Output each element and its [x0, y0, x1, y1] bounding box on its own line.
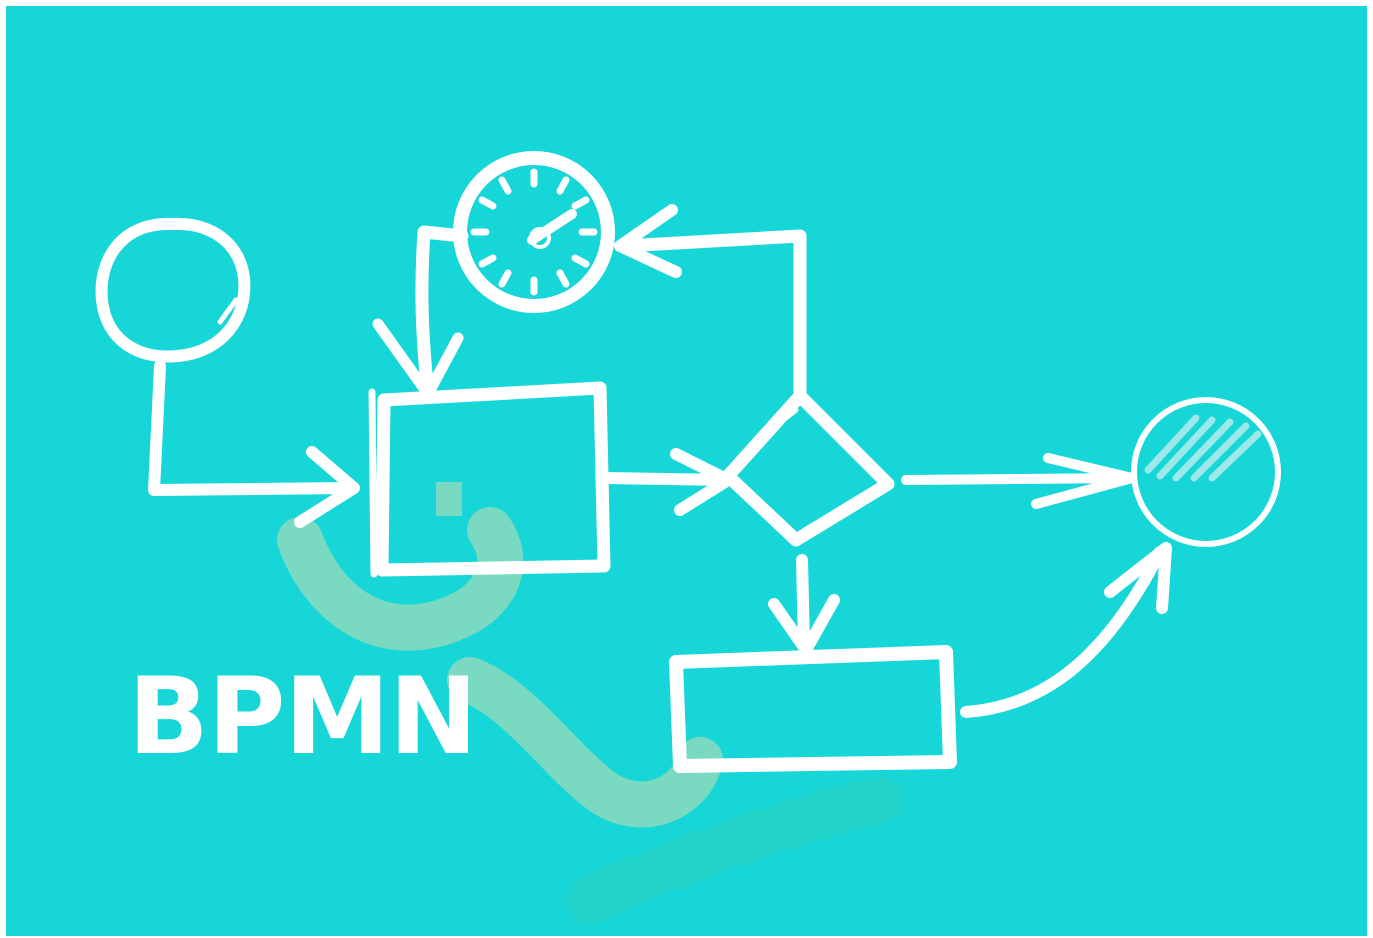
flow-arrowhead: [1104, 542, 1172, 614]
flow-line: [796, 554, 810, 652]
teal-background-panel: [6, 6, 1367, 936]
watermark-stroke-3: [566, 776, 904, 924]
flow-line: [415, 225, 469, 399]
watermark-dot: [436, 482, 462, 516]
end-event-hatching: [1144, 414, 1262, 482]
end-event: [1131, 397, 1281, 547]
flow-line: [602, 472, 734, 486]
flow-start-to-task: [148, 360, 360, 528]
flow-task-to-gateway: [602, 448, 734, 516]
flow-arrowhead: [614, 204, 682, 278]
subtask-box: [669, 645, 957, 773]
task-sketch-line: [368, 388, 378, 578]
task: [368, 381, 611, 578]
flow-arrowhead: [768, 594, 840, 656]
clock-hand: [527, 209, 577, 249]
gateway-diamond: [721, 389, 895, 547]
clock-ticks: [470, 168, 598, 296]
flow-line: [960, 546, 1166, 718]
flow-gateway-to-timer: [614, 204, 807, 403]
bpmn-title: BPMN: [128, 655, 478, 778]
start-event-circle: [95, 217, 251, 363]
flow-line: [617, 229, 807, 403]
end-event-circle: [1131, 397, 1281, 547]
flow-line: [148, 360, 356, 496]
start-event: [95, 217, 251, 363]
start-event-highlight: [217, 297, 239, 325]
flow-subtask-to-end: [960, 542, 1172, 718]
gateway: [721, 389, 895, 547]
task-box: [375, 381, 611, 577]
flow-line: [901, 473, 1137, 485]
subtask: [669, 645, 957, 773]
watermark-stroke-1: [277, 507, 524, 651]
flow-gateway-to-subtask: [768, 554, 840, 656]
timer-event: [453, 151, 615, 313]
flow-gateway-to-end: [901, 453, 1137, 509]
gateway-highlight: [765, 407, 799, 435]
watermark-stroke-2: [447, 657, 723, 828]
flow-arrowhead: [294, 446, 360, 528]
flow-timer-to-task: [372, 225, 469, 400]
